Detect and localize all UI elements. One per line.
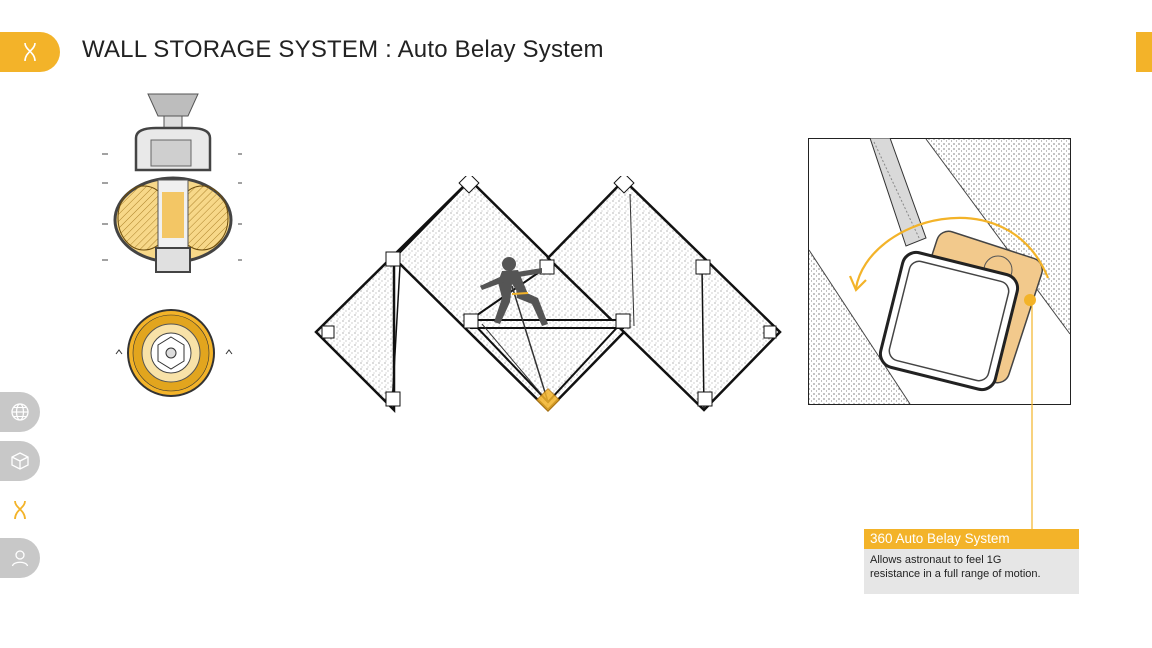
nav-cube-button[interactable]: [0, 441, 40, 481]
nav-globe-button[interactable]: [0, 392, 40, 432]
nav-user-button[interactable]: [0, 538, 40, 578]
station-section-drawing: [102, 93, 242, 273]
helix-icon: [14, 500, 26, 520]
cube-icon: [11, 452, 29, 470]
page-title: WALL STORAGE SYSTEM : Auto Belay System: [82, 36, 604, 63]
callout-box: 360 Auto Belay System Allows astronaut t…: [864, 529, 1079, 594]
helix-icon: [24, 42, 36, 62]
callout-leader-line: [1031, 300, 1033, 530]
next-page-tab[interactable]: [1136, 32, 1152, 72]
user-icon: [11, 550, 29, 567]
climber-figure: [480, 257, 548, 326]
nav-helix-button[interactable]: [0, 490, 40, 530]
globe-icon: [11, 403, 29, 421]
auto-belay-detail-drawing: [808, 138, 1071, 405]
station-plan-drawing: [115, 309, 233, 397]
wall-panels-diagram: [314, 176, 782, 414]
header-tab[interactable]: [0, 32, 60, 72]
callout-body: Allows astronaut to feel 1G resistance i…: [870, 554, 1041, 580]
callout-title: 360 Auto Belay System: [864, 529, 1079, 549]
